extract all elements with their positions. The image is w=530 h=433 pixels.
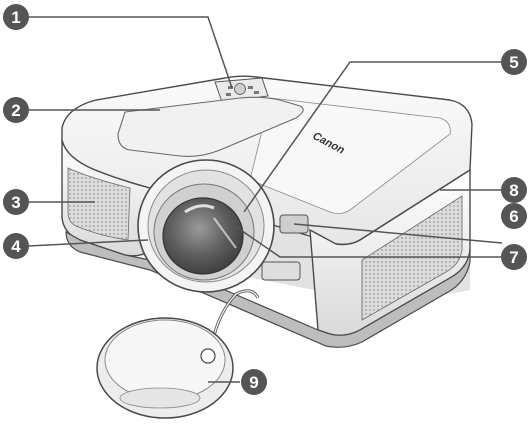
callout-2-number: 2	[11, 101, 20, 120]
callout-4-number: 4	[11, 237, 21, 256]
leader-line-4	[27, 239, 149, 247]
callout-6: 6	[501, 203, 527, 229]
leader-lines	[27, 16, 503, 383]
callout-8-number: 8	[509, 181, 518, 200]
lens-glass	[162, 197, 244, 275]
callout-2: 2	[3, 97, 29, 123]
callout-1: 1	[3, 4, 29, 30]
callout-1-number: 1	[11, 8, 20, 27]
lens-assembly	[137, 159, 275, 293]
callout-7-number: 7	[509, 248, 518, 267]
callout-3: 3	[3, 189, 29, 215]
projector-body: Canon	[61, 75, 473, 348]
callout-9-number: 9	[249, 373, 258, 392]
right-vent	[361, 195, 463, 321]
callout-6-number: 6	[509, 207, 518, 226]
leader-line-7	[231, 223, 502, 258]
callout-5: 5	[501, 49, 527, 75]
lamp-cover	[117, 96, 304, 157]
callout-9: 9	[241, 369, 267, 395]
lower-sensor	[261, 261, 301, 281]
left-vent	[67, 167, 131, 241]
leader-line-6	[293, 223, 503, 244]
lens-cap	[96, 289, 260, 419]
callout-4: 4	[3, 233, 29, 259]
callout-7: 7	[501, 244, 527, 270]
leader-line-5	[243, 61, 502, 213]
leader-line-1	[28, 16, 233, 89]
control-panel	[214, 77, 269, 103]
callout-8: 8	[501, 177, 527, 203]
callout-3-number: 3	[11, 193, 20, 212]
callout-5-number: 5	[509, 53, 518, 72]
